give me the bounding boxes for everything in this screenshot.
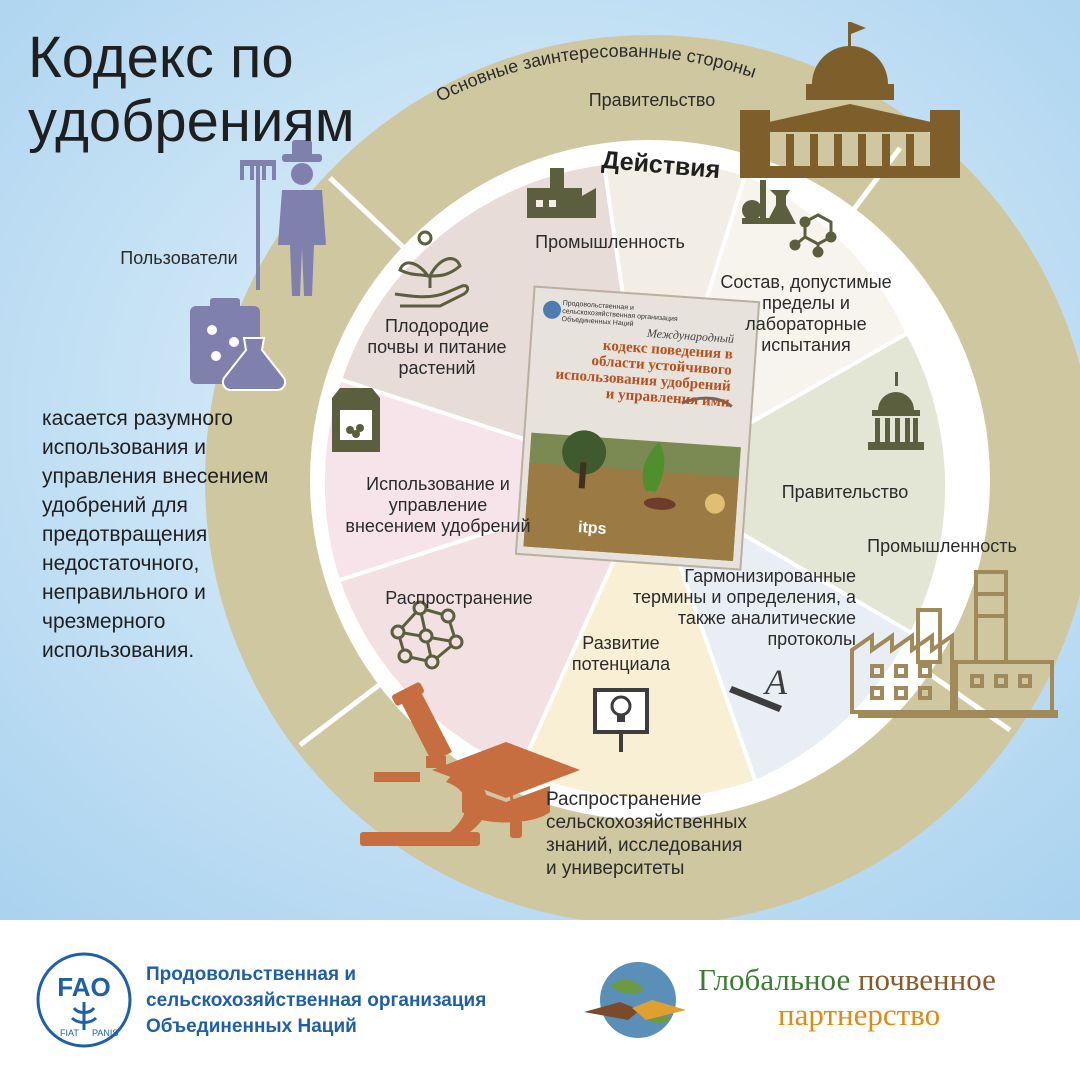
fao-logo-panis: PANIS [92, 1028, 118, 1038]
fao-logo-icon: FAO FIAT PANIS [36, 952, 132, 1048]
label-inner-terms: Гармонизированные термины и определения,… [606, 566, 856, 650]
label-line: потенциала [571, 654, 671, 674]
fao-logo-letters: FAO [57, 972, 110, 1002]
book-itps-badge: itps [577, 519, 608, 538]
pencil-letter-icon: A [729, 662, 788, 712]
label-line: термины и определения, а [633, 587, 856, 607]
label-line: Состав, допустимые [720, 272, 892, 292]
description-line: использования и [42, 436, 206, 459]
label-inner-industry: Промышленность [535, 232, 685, 252]
network-icon [390, 600, 464, 670]
description-line: неправильного и [42, 581, 206, 604]
fao-org-name-line: Объединенных Наций [146, 1016, 357, 1037]
description-line: предотвращения [42, 523, 208, 546]
clipboard-flask-icon [190, 298, 287, 391]
book-title: Международный кодекс поведения в области… [533, 317, 734, 411]
gsp-name-line2: партнерство [778, 997, 941, 1032]
label-inner-dissemination: Распространение [385, 588, 533, 608]
book-cover [514, 285, 761, 571]
label-inner-fertilizer-use: Использование и управление внесением удо… [325, 474, 551, 537]
page-title: Кодекс по удобрениям [28, 26, 355, 154]
gsp-name-word: почвенное [857, 962, 996, 997]
label-outer-government: Правительство [588, 90, 716, 110]
label-outer-academia: Распространение сельскохозяйственных зна… [546, 788, 806, 880]
label-line: лабораторные [745, 314, 867, 334]
label-line: испытания [761, 335, 851, 355]
label-line: Распространение [546, 789, 702, 810]
label-inner-capacity: Развитие потенциала [556, 633, 686, 675]
label-inner-composition: Состав, допустимые пределы и лабораторны… [706, 272, 906, 356]
fertilizer-bag-icon [332, 388, 380, 452]
page-title-line: Кодекс по [28, 25, 294, 90]
fao-logo-fiat: FIAT [60, 1028, 79, 1038]
label-line: Гармонизированные [684, 566, 856, 586]
capitol-icon [868, 372, 924, 450]
molecule-icon [789, 213, 837, 258]
infographic-artwork: A [0, 0, 1080, 925]
label-line: Развитие [582, 633, 660, 653]
capitol-building-icon [740, 22, 960, 178]
infographic-stage: A [0, 0, 1080, 925]
description-line: касается разумного [42, 407, 233, 430]
presentation-bulb-icon [593, 688, 649, 752]
label-line: пределы и [762, 293, 850, 313]
label-inner-government: Правительство [781, 482, 909, 502]
label-line: растений [398, 358, 476, 378]
label-line: управление [388, 495, 488, 515]
label-line: знаний, исследования [546, 835, 743, 856]
description-line: управления внесением [42, 465, 269, 488]
svg-text:A: A [763, 662, 788, 702]
fao-org-name-line: сельскохозяйственная организация [146, 990, 487, 1011]
hand-sprout-icon [394, 230, 470, 308]
label-line: также аналитические [677, 608, 856, 628]
graduation-cap-icon [432, 742, 580, 838]
farmer-icon [240, 140, 326, 296]
description-line: удобрений для [42, 494, 188, 517]
label-inner-soil-fertility: Плодородие почвы и питание растений [352, 316, 522, 379]
page-title-line: удобрениям [28, 89, 355, 154]
label-line: внесением удобрений [345, 516, 531, 536]
fao-org-name: Продовольственная и сельскохозяйственная… [146, 962, 486, 1040]
label-line: сельскохозяйственных [546, 812, 747, 833]
label-line: протоколы [767, 629, 856, 649]
description-line: недостаточного, [42, 552, 200, 575]
fao-org-name-line: Продовольственная и [146, 964, 357, 985]
label-line: Использование и [366, 474, 510, 494]
footer: FAO FIAT PANIS Продовольственная и сельс… [0, 920, 1080, 1080]
description-text: касается разумного использования и управ… [42, 404, 342, 665]
lab-flask-icon [742, 180, 796, 224]
label-line: и университеты [546, 858, 685, 879]
label-line: почвы и питание [367, 337, 507, 357]
label-outer-users: Пользователи [120, 248, 238, 268]
label-line: Плодородие [385, 316, 489, 336]
description-line: использования. [42, 639, 195, 662]
industrial-plant-icon [850, 570, 1058, 718]
gsp-name-word: Глобальное [698, 962, 851, 997]
factory-icon [527, 168, 596, 218]
label-outer-industry: Промышленность [867, 536, 1017, 556]
gsp-globe-handshake-icon [584, 962, 686, 1038]
description-line: чрезмерного [42, 610, 166, 633]
gsp-name-line1: Глобальное почвенное [698, 962, 996, 998]
